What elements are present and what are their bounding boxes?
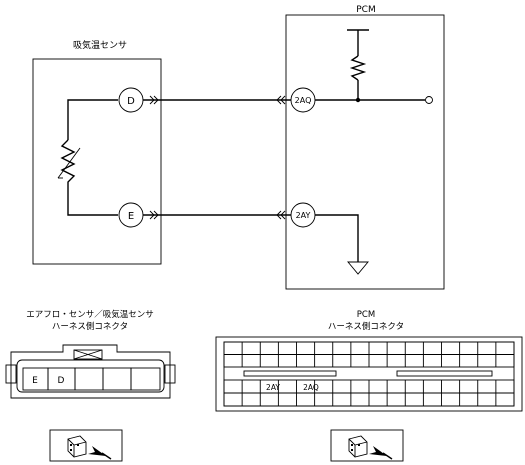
pcm-cell-2aq: 2AQ	[303, 383, 319, 392]
pin-2ay-label: 2AY	[296, 211, 311, 220]
pcm-connector-subtitle: ハーネス側コネクタ	[328, 321, 404, 332]
pin-d-label: D	[127, 96, 135, 107]
pcm-label: PCM	[356, 5, 375, 15]
ground-icon	[347, 261, 369, 275]
sensor-connector	[5, 344, 176, 399]
sensor-connector-subtitle: ハーネス側コネクタ	[52, 321, 128, 332]
sensor-connector-title: エアフロ・センサ／吸気温センサ	[26, 309, 154, 320]
connector-view-icon	[330, 429, 404, 462]
output-terminal	[425, 96, 433, 104]
connector-view-icon	[49, 429, 123, 462]
resistor-icon	[349, 55, 367, 81]
ground-wire	[315, 214, 359, 262]
pcm-connector-title: PCM	[357, 310, 375, 320]
sensor-cell-d: D	[58, 376, 65, 386]
sensor-connector-cells	[22, 367, 161, 391]
pcm-box	[285, 14, 445, 290]
sensor-label: 吸気温センサ	[73, 39, 127, 51]
thermistor-icon	[57, 139, 81, 186]
pcm-cell-2ay: 2AY	[266, 383, 280, 392]
pcm-connector-grid	[223, 341, 515, 407]
pin-e-label: E	[128, 211, 134, 222]
pin-2aq-label: 2AQ	[295, 96, 312, 105]
sensor-wire-bottom	[67, 186, 118, 216]
sensor-wire-top	[67, 99, 118, 140]
sensor-box	[32, 58, 162, 265]
sensor-cell-e: E	[32, 376, 38, 386]
connector-chevron-icon	[149, 95, 286, 220]
